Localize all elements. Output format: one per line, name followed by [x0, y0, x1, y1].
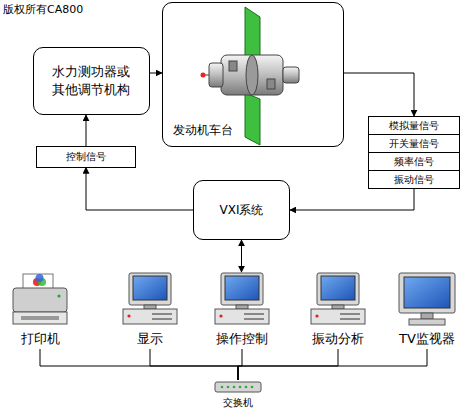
box-label: 水力测功器或其他调节机构 — [51, 63, 133, 98]
device-icon — [9, 272, 71, 328]
engine-test-bed: 发动机车台 — [162, 2, 344, 147]
watermark-label: 版权所有CA800 — [3, 2, 83, 17]
switch-node: 交换机 — [213, 380, 263, 410]
device-label: 交换机 — [223, 396, 253, 410]
vibration-analysis-node: 振动分析 — [300, 272, 376, 348]
box-label: 控制信号 — [66, 150, 106, 164]
network-wire — [238, 349, 338, 380]
network-wire — [40, 349, 238, 380]
device-icon — [214, 380, 262, 394]
signal-cell: 振动信号 — [369, 171, 459, 188]
device-icon — [308, 272, 368, 328]
device-label: TV监视器 — [399, 330, 455, 348]
tv-monitor-node: TV监视器 — [390, 272, 464, 348]
device-label: 打印机 — [21, 330, 60, 348]
network-wire — [150, 349, 238, 380]
signal-list: 模拟量信号开关量信号频率信号振动信号 — [368, 116, 460, 189]
signal-arrow — [86, 168, 193, 211]
operator-console-node: 操作控制 — [205, 272, 279, 348]
signal-arrow — [344, 73, 414, 116]
signal-cell: 频率信号 — [369, 153, 459, 171]
device-icon — [120, 272, 180, 328]
signal-cell: 模拟量信号 — [369, 117, 459, 135]
signal-arrow — [241, 240, 242, 272]
signal-arrow — [86, 115, 87, 146]
device-label: 操作控制 — [216, 330, 268, 348]
display-node: 显示 — [114, 272, 186, 348]
network-wire — [238, 349, 427, 380]
signal-arrow — [150, 73, 162, 74]
signal-cell: 开关量信号 — [369, 135, 459, 153]
control-unit-box: 水力测功器或其他调节机构 — [33, 47, 150, 115]
device-label: 显示 — [137, 330, 163, 348]
control-signal-box: 控制信号 — [36, 146, 136, 168]
device-icon — [395, 272, 459, 328]
signal-arrow — [290, 189, 414, 210]
device-label: 振动分析 — [312, 330, 364, 348]
device-icon — [212, 272, 272, 328]
box-label: 发动机车台 — [173, 122, 233, 138]
printer-node: 打印机 — [4, 272, 76, 348]
network-wire — [238, 349, 242, 380]
box-label: VXI系统 — [220, 202, 264, 218]
vxi-system-box: VXI系统 — [193, 180, 290, 240]
